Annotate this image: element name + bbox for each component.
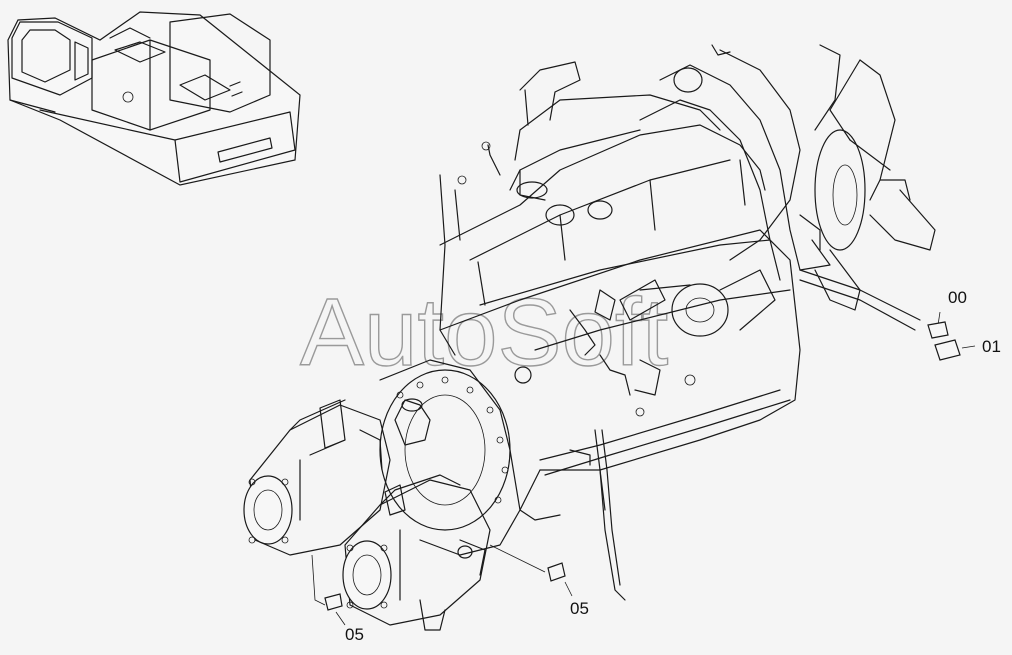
hydraulic-pump-right — [342, 474, 491, 631]
hydraulic-pump-left — [243, 399, 391, 556]
cooling-fan — [711, 44, 936, 311]
callout-05-right: 05 — [570, 599, 589, 618]
sender-fitting-01 — [934, 339, 961, 361]
sender-fitting-00 — [927, 321, 949, 339]
engine-block — [439, 61, 921, 601]
fitting-05-right — [547, 562, 566, 582]
callout-05-left: 05 — [345, 625, 364, 644]
callout-00: 00 — [948, 288, 967, 307]
fitting-05-left — [324, 593, 343, 611]
flywheel-housing — [379, 359, 521, 556]
watermark: AutoSoft — [300, 279, 668, 386]
excavator-thumbnail — [7, 11, 301, 186]
callout-leaders — [311, 311, 976, 626]
callout-01: 01 — [982, 337, 1001, 356]
